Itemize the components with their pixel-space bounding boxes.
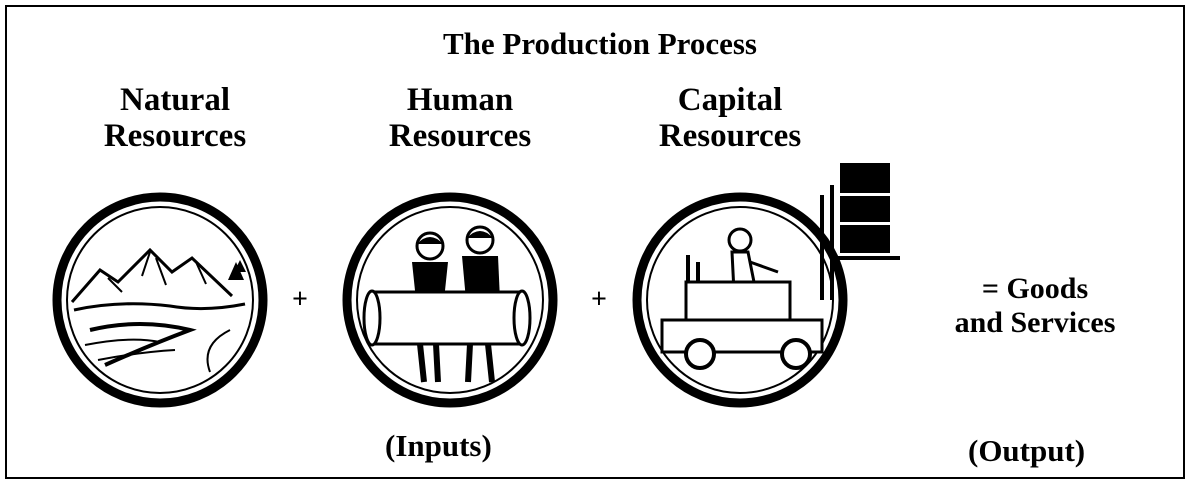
diagram-title: The Production Process (442, 26, 757, 61)
goods-and-services-label: = Goods and Services (954, 272, 1116, 339)
workers-icon (342, 192, 558, 408)
plus-sign-2: + (591, 284, 607, 315)
capital-resources-label: Capital Resources (658, 82, 802, 154)
inputs-caption: (Inputs) (385, 428, 492, 463)
diagram-border (5, 5, 1185, 479)
human-resources-label: Human Resources (388, 82, 532, 154)
natural-resources-label: Natural Resources (103, 82, 247, 154)
plus-sign-1: + (292, 284, 308, 315)
landscape-icon (52, 192, 268, 408)
forklift-icon (632, 163, 900, 408)
output-caption: (Output) (968, 433, 1086, 468)
